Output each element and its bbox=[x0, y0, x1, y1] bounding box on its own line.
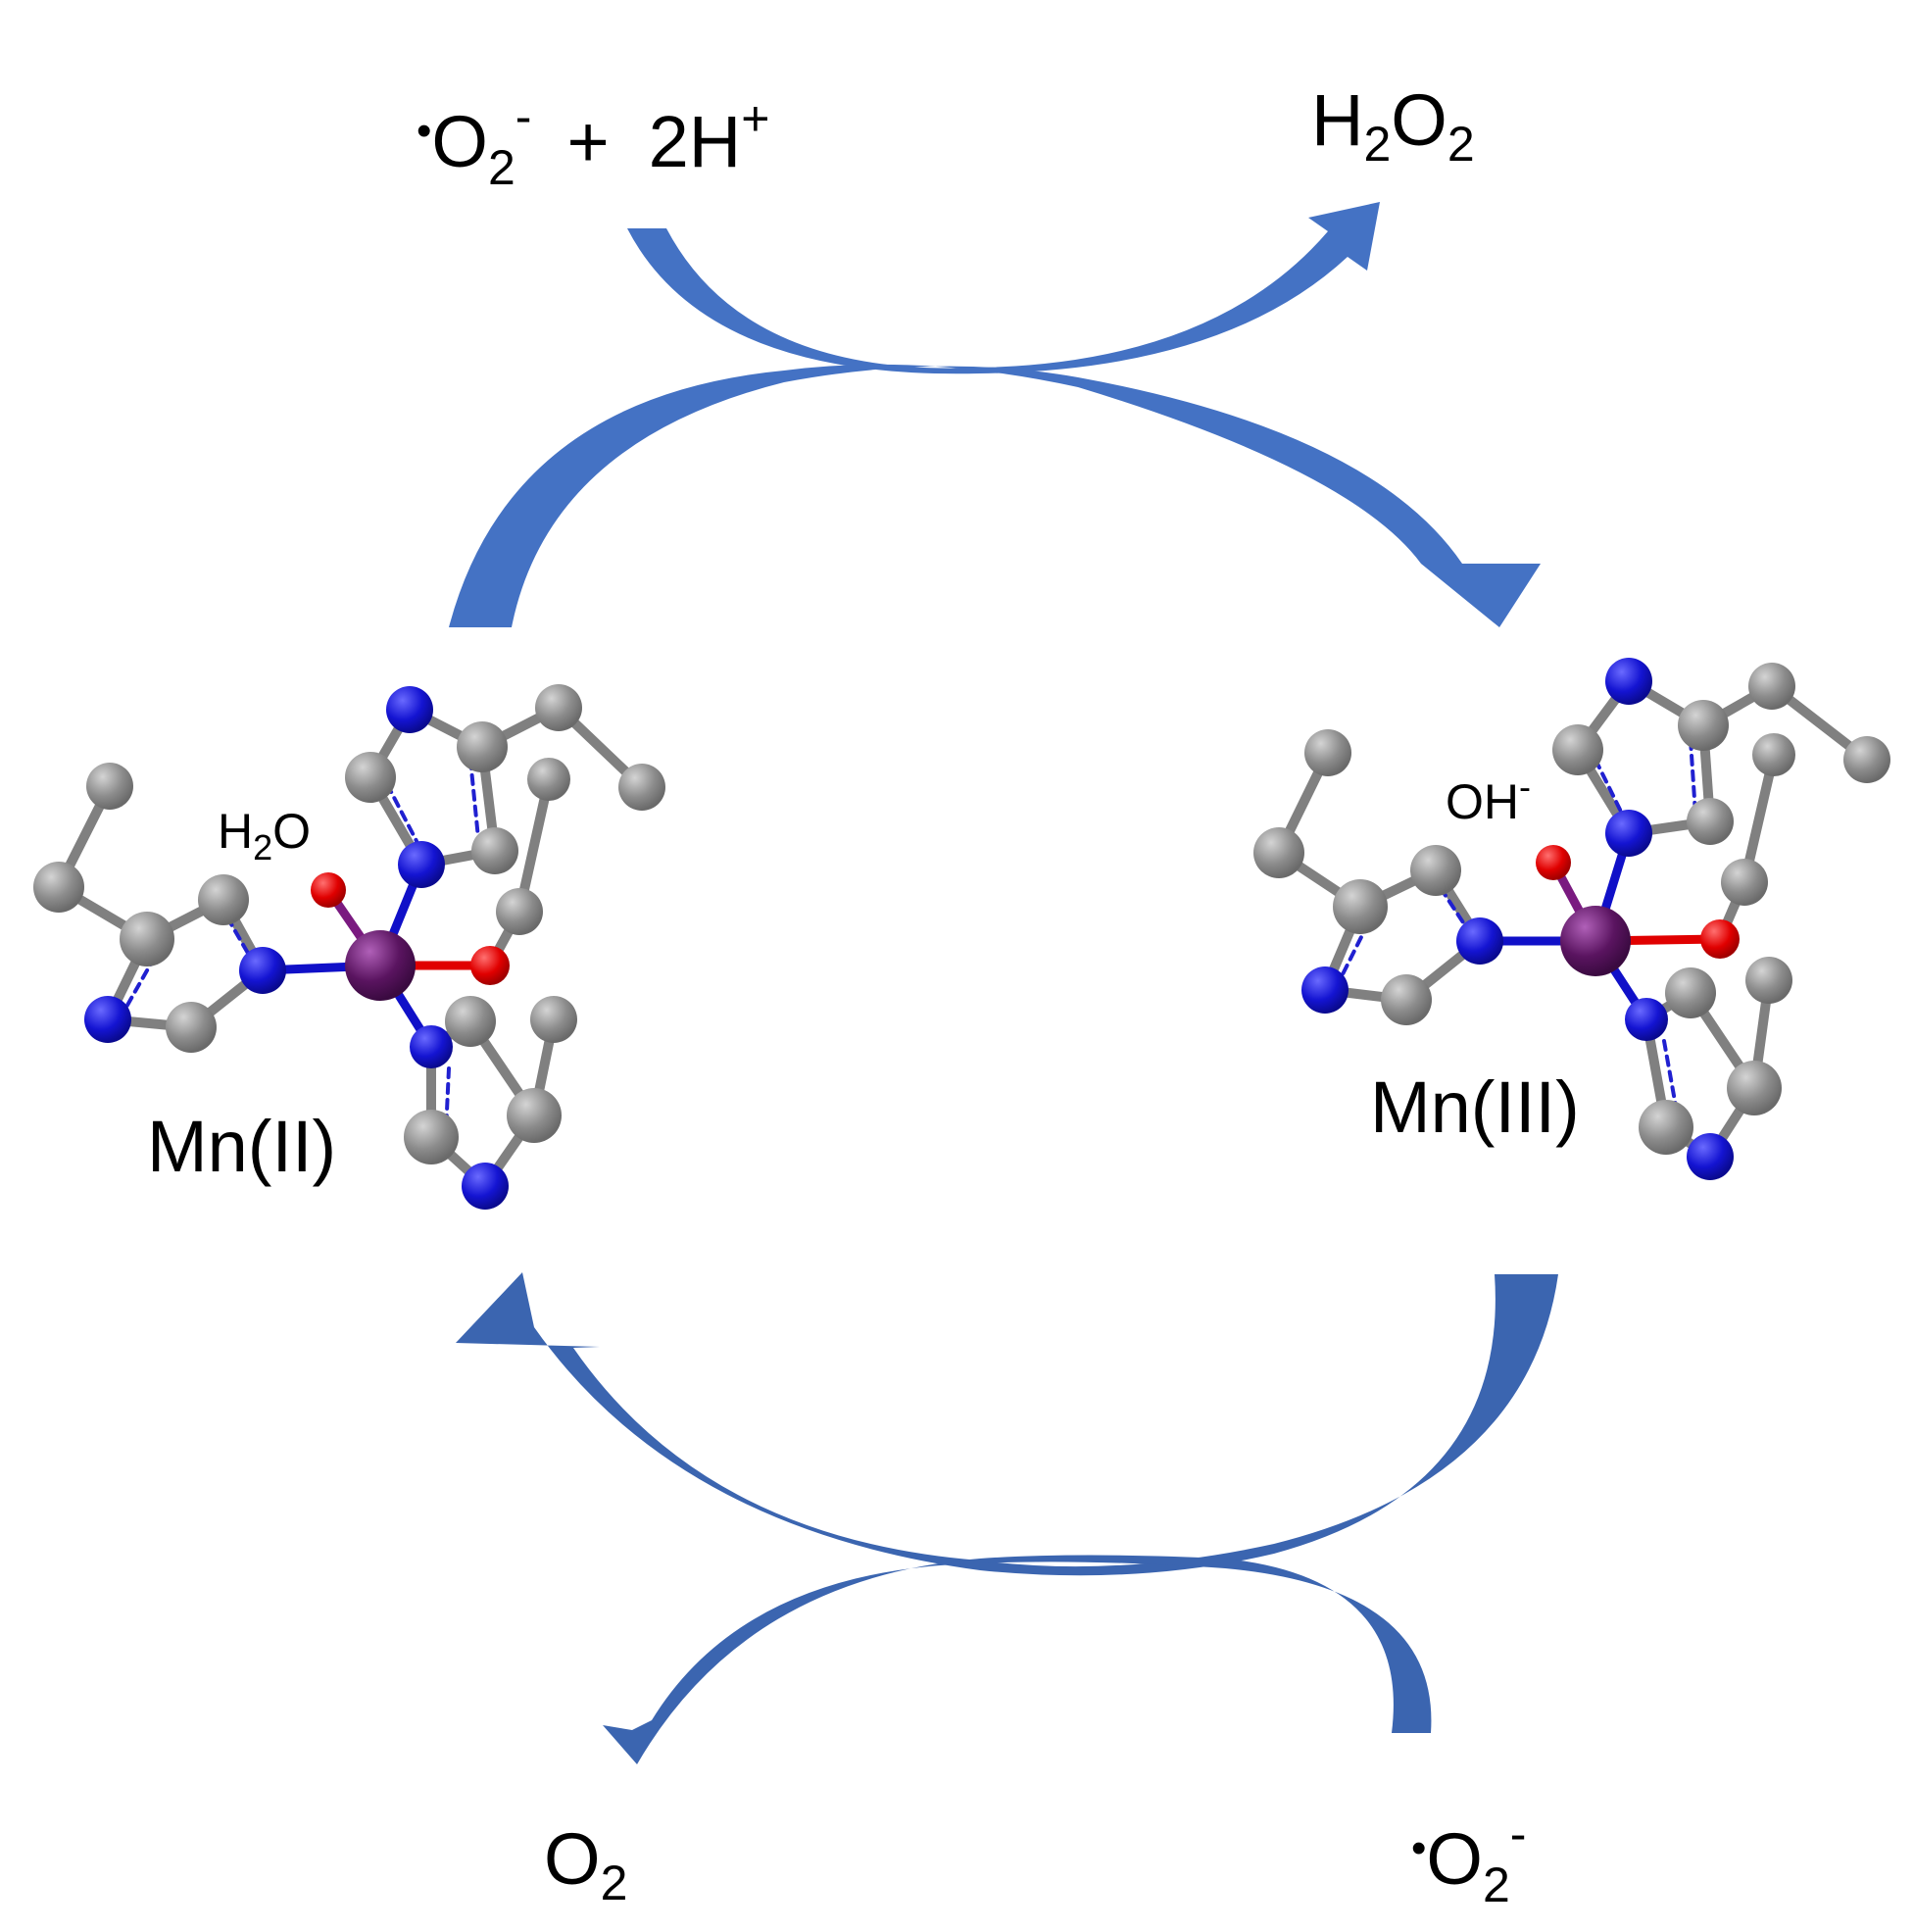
manganese-atom bbox=[1560, 906, 1631, 976]
label-superoxide: •O2- bbox=[1411, 1807, 1526, 1912]
carbon-atom bbox=[1381, 974, 1432, 1025]
carbon-atom bbox=[496, 888, 543, 935]
arrow-top-to-h2o2 bbox=[627, 202, 1380, 374]
oxygen-atom bbox=[311, 872, 346, 908]
arrow-mn3-to-mn2 bbox=[456, 1272, 1558, 1576]
arrow-mn2-to-mn3 bbox=[449, 364, 1541, 627]
manganese-atom bbox=[345, 930, 416, 1001]
carbon-atom bbox=[198, 874, 249, 925]
nitrogen-atom bbox=[1625, 998, 1668, 1041]
carbon-atom bbox=[471, 827, 518, 874]
mn2-complex bbox=[33, 684, 665, 1210]
oxygen-atom bbox=[1536, 845, 1571, 880]
label-superoxide-plus-protons: •O2-+2H+ bbox=[417, 89, 769, 195]
nitrogen-atom bbox=[462, 1163, 509, 1210]
carbon-atom bbox=[1843, 736, 1890, 783]
carbon-atom bbox=[345, 752, 396, 803]
nitrogen-atom bbox=[386, 686, 433, 733]
nitrogen-atom bbox=[1605, 658, 1652, 705]
carbon-atom bbox=[120, 912, 174, 966]
carbon-atom bbox=[86, 763, 133, 810]
label-mn2: Mn(II) bbox=[147, 1106, 336, 1187]
carbon-atom bbox=[457, 721, 508, 772]
carbon-atom bbox=[1333, 879, 1388, 934]
nitrogen-atom bbox=[410, 1025, 453, 1068]
carbon-atom bbox=[507, 1088, 562, 1143]
carbon-atom bbox=[1745, 957, 1792, 1004]
carbon-atom bbox=[33, 862, 84, 913]
carbon-atom bbox=[445, 996, 496, 1047]
nitrogen-atom bbox=[1687, 1133, 1734, 1180]
nitrogen-atom bbox=[84, 996, 131, 1043]
carbon-atom bbox=[1727, 1061, 1782, 1115]
carbon-atom bbox=[527, 758, 570, 801]
label-mn3: Mn(III) bbox=[1370, 1066, 1580, 1148]
label-water-ligand: H2O bbox=[218, 804, 311, 867]
carbon-atom bbox=[1639, 1100, 1693, 1155]
label-hydrogen-peroxide: H2O2 bbox=[1311, 79, 1475, 172]
oxygen-atom bbox=[1700, 919, 1740, 959]
carbon-atom bbox=[404, 1110, 459, 1164]
mn2-atoms bbox=[33, 684, 665, 1210]
carbon-atom bbox=[1253, 827, 1304, 878]
carbon-atom bbox=[1665, 967, 1716, 1018]
label-dioxygen: O2 bbox=[544, 1818, 627, 1910]
nitrogen-atom bbox=[1605, 810, 1652, 857]
mn3-atoms bbox=[1253, 658, 1890, 1180]
carbon-atom bbox=[1552, 724, 1603, 775]
label-hydroxide-ligand: OH- bbox=[1446, 767, 1531, 829]
carbon-atom bbox=[535, 684, 582, 731]
carbon-atom bbox=[1748, 663, 1795, 710]
carbon-atom bbox=[618, 764, 665, 811]
nitrogen-atom bbox=[1301, 966, 1349, 1014]
carbon-atom bbox=[530, 996, 577, 1043]
carbon-atom bbox=[1687, 798, 1734, 845]
carbon-atom bbox=[1678, 700, 1729, 751]
nitrogen-atom bbox=[239, 947, 286, 994]
carbon-atom bbox=[1752, 733, 1795, 776]
carbon-atom bbox=[1304, 729, 1351, 776]
arrow-o2minus-to-o2 bbox=[603, 1555, 1432, 1764]
carbon-atom bbox=[1410, 845, 1461, 896]
carbon-atom bbox=[1721, 859, 1768, 906]
nitrogen-atom bbox=[398, 841, 445, 888]
oxygen-atom bbox=[470, 946, 510, 985]
carbon-atom bbox=[166, 1002, 217, 1053]
nitrogen-atom bbox=[1456, 917, 1503, 965]
mn3-complex bbox=[1253, 658, 1890, 1180]
